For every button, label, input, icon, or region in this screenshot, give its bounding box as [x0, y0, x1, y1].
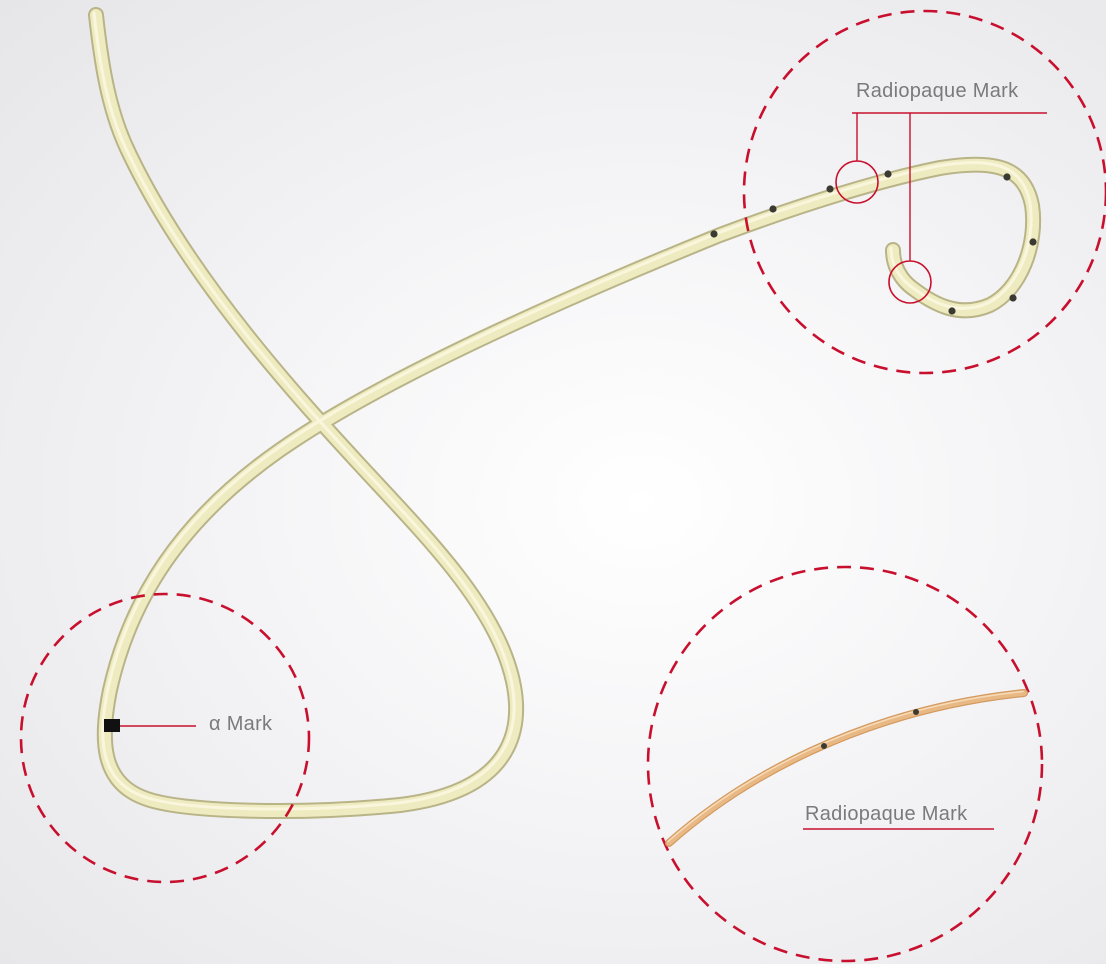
- callout-circle-inset: [646, 565, 1044, 963]
- inset-side-hole-1: [821, 743, 827, 749]
- callout-circle-pigtail: [742, 9, 1106, 375]
- alpha-mark-band: [104, 719, 120, 732]
- radiopaque-mark-label-bottom: Radiopaque Mark: [805, 803, 968, 825]
- side-hole-8: [948, 307, 956, 315]
- catheter-tube-highlight: [92, 11, 1033, 811]
- inset-catheter: [666, 690, 1027, 846]
- callout-circle-alpha: [19, 592, 311, 884]
- side-hole-2: [769, 205, 777, 213]
- radiopaque-mark-label-top: Radiopaque Mark: [856, 80, 1019, 102]
- alpha-mark-label: α Mark: [209, 713, 273, 735]
- side-hole-5: [1003, 173, 1011, 181]
- side-hole-4: [884, 170, 892, 178]
- side-hole-7: [1009, 294, 1017, 302]
- radiopaque-leader-top: [852, 112, 1047, 261]
- inset-catheter-highlight: [667, 690, 1024, 843]
- catheter-tube: [90, 9, 1040, 817]
- side-hole-1: [710, 230, 718, 238]
- side-hole-6: [1029, 238, 1037, 246]
- side-holes: [710, 170, 1037, 315]
- inset-side-hole-2: [913, 709, 919, 715]
- catheter-tube-edge: [88, 7, 1042, 819]
- side-hole-3: [826, 185, 834, 193]
